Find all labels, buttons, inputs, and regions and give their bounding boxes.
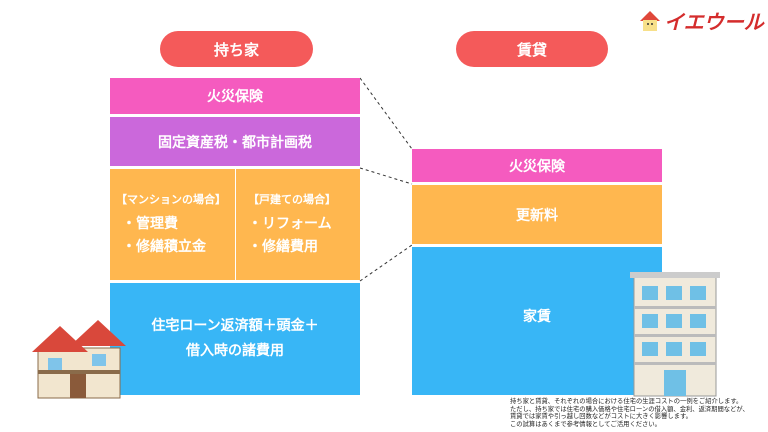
list-item: ・管理費 [122, 216, 178, 232]
footnote: 持ち家と賃貸、それぞれの場合における住宅の生涯コストの一例をご紹介します。 ただ… [510, 398, 749, 428]
list-item: ・修繕積立金 [122, 239, 206, 255]
right-rent: 家賃 [412, 247, 662, 395]
mansion-costs: 【マンションの場合】 ・管理費 ・修繕積立金 [110, 169, 236, 280]
footnote-line: この試算はあくまで参考情報としてご活用ください。 [510, 420, 661, 428]
house-logo-icon [640, 10, 660, 31]
rental-title: 賃貸 [456, 31, 608, 67]
right-fire-insurance: 火災保険 [412, 149, 662, 182]
logo-text: イエウール [664, 10, 764, 34]
mansion-header: 【マンションの場合】 [116, 193, 226, 206]
house-illustration [32, 320, 126, 399]
left-fire-insurance: 火災保険 [110, 78, 360, 114]
right-renewal-fee: 更新料 [412, 185, 662, 244]
owned-home-title: 持ち家 [160, 31, 313, 67]
apartment-illustration [630, 272, 720, 397]
footnote-line: 持ち家と賃貸、それぞれの場合における住宅の生涯コストの一例をご紹介します。 [510, 398, 743, 405]
list-item: ・修繕費用 [248, 239, 318, 255]
left-property-tax: 固定資産税・都市計画税 [110, 117, 360, 166]
loan-line-1: 住宅ローン返済額＋頭金＋ [151, 318, 319, 334]
logo: イエウール [638, 6, 764, 35]
loan-line-2: 借入時の諸費用 [186, 343, 284, 359]
left-maintenance: 【マンションの場合】 ・管理費 ・修繕積立金 【戸建ての場合】 ・リフォーム ・… [110, 169, 360, 280]
list-item: ・リフォーム [248, 216, 332, 232]
left-loan: 住宅ローン返済額＋頭金＋ 借入時の諸費用 [110, 283, 360, 395]
footnote-line: 賃貸では家賃や引っ越し回数などがコストに大きく影響します。 [510, 413, 692, 420]
house-header: 【戸建ての場合】 [248, 193, 336, 206]
footnote-line: ただし、持ち家では住宅の購入価格や住宅ローンの借入額、金利、返済期間などが、 [510, 405, 749, 413]
house-costs: 【戸建ての場合】 ・リフォーム ・修繕費用 [236, 169, 360, 280]
